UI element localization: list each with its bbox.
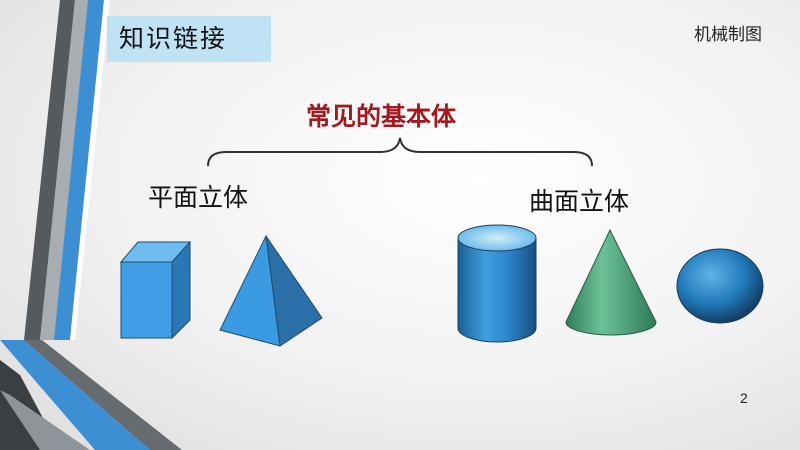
section-title: 知识链接 — [107, 16, 271, 62]
course-name: 机械制图 — [694, 25, 762, 45]
sphere-icon — [676, 248, 764, 324]
main-heading: 常见的基本体 — [306, 102, 457, 131]
page-number: 2 — [740, 390, 748, 406]
category-label-planar: 平面立体 — [148, 183, 249, 212]
pyramid-icon — [219, 234, 323, 347]
cone-icon — [565, 228, 657, 336]
cube-icon — [119, 240, 192, 340]
category-label-curved: 曲面立体 — [529, 187, 630, 216]
grouping-brace — [207, 137, 593, 167]
cylinder-icon — [457, 224, 537, 343]
